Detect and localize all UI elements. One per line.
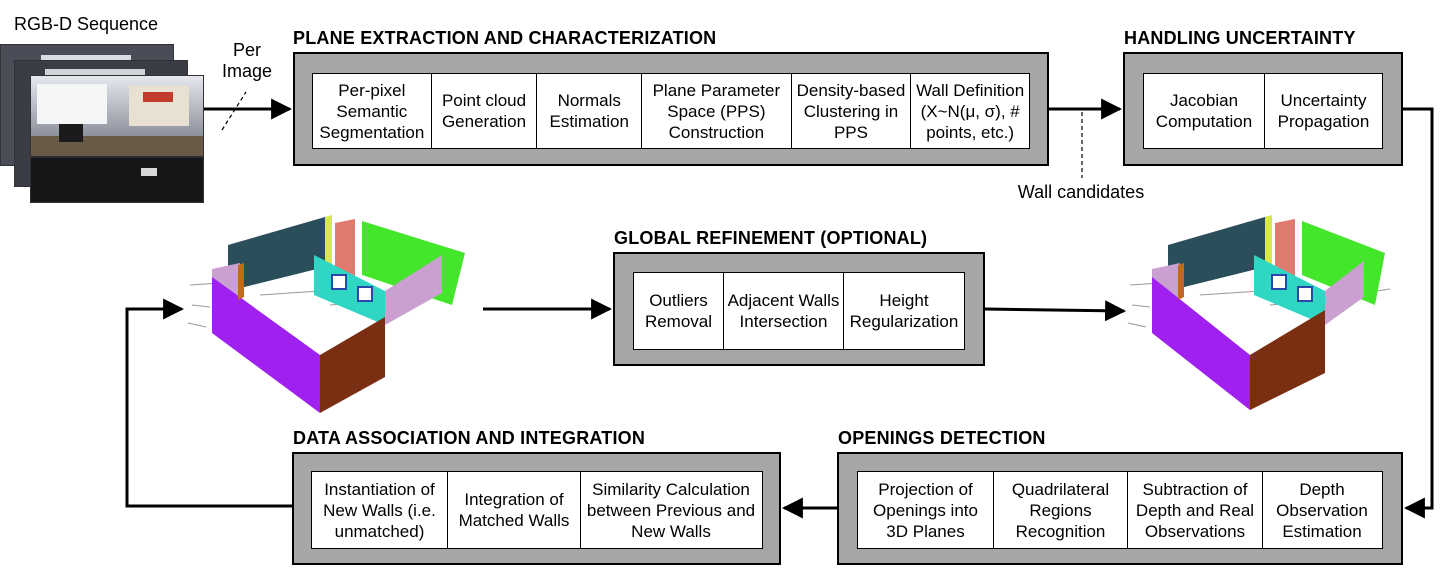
step-point-cloud-generation: Point cloud Generation — [430, 74, 537, 148]
wall-orange-post — [238, 263, 244, 300]
wall-yellow-right — [1265, 215, 1272, 267]
rgbd-frame-front — [30, 75, 204, 203]
step-uncertainty-propagation: Uncertainty Propagation — [1264, 74, 1382, 148]
data-association-panel: Instantiation of New Walls (i.e. unmatch… — [292, 452, 781, 565]
step-wall-definition: Wall Definition (X~N(μ, σ), # points, et… — [910, 74, 1029, 148]
per-image-line-2: Image — [221, 61, 273, 81]
wall-brown-right — [1250, 310, 1325, 410]
step-jacobian-computation: Jacobian Computation — [1155, 91, 1253, 131]
wall-purple-right — [1152, 277, 1250, 410]
wall-dark-teal — [228, 217, 325, 291]
per-image-line-1: Per — [232, 40, 261, 60]
data-association-steps: Instantiation of New Walls (i.e. unmatch… — [311, 471, 763, 549]
data-association-title: DATA ASSOCIATION AND INTEGRATION — [293, 428, 646, 448]
rgbd-sequence-title: RGB-D Sequence — [14, 14, 159, 34]
per-image-dash — [221, 91, 247, 131]
step-semantic-segmentation: Per-pixel Semantic Segmentation — [319, 80, 425, 142]
wall-purple — [212, 277, 320, 413]
wall-cyan-right — [1254, 255, 1325, 325]
wall-orange-post-right — [1178, 263, 1184, 300]
wall-cyan — [314, 255, 385, 325]
wall-yellow — [325, 215, 332, 267]
global-refinement-title: GLOBAL REFINEMENT (OPTIONAL) — [614, 228, 928, 248]
openings-detection-title: OPENINGS DETECTION — [838, 428, 1046, 448]
openings-detection-panel: Projection of Openings into 3D Planes Qu… — [837, 452, 1403, 565]
handling-uncertainty-steps: Jacobian Computation Uncertainty Propaga… — [1143, 73, 1383, 149]
wall-lime-right — [1302, 221, 1385, 305]
wall-pink-side — [1325, 261, 1364, 325]
step-quadrilateral-recognition: Quadrilateral Regions Recognition — [993, 472, 1127, 548]
arrow-refinement-to-model — [984, 300, 1127, 322]
step-projection-openings: Projection of Openings into 3D Planes — [873, 479, 978, 541]
step-density-clustering: Density-based Clustering in PPS — [790, 74, 911, 148]
step-depth-observation-estimation: Depth Observation Estimation — [1262, 472, 1381, 548]
arrow-association-to-model — [125, 298, 292, 508]
plane-extraction-steps: Per-pixel Semantic Segmentation Point cl… — [312, 73, 1030, 149]
step-integration-matched-walls: Integration of Matched Walls — [447, 472, 580, 548]
window-4 — [1297, 286, 1313, 302]
wall-model-left — [187, 215, 465, 413]
wall-dark-teal-right — [1168, 217, 1265, 291]
step-similarity-calculation: Similarity Calculation between Previous … — [580, 472, 761, 548]
openings-detection-steps: Projection of Openings into 3D Planes Qu… — [857, 471, 1383, 549]
window-1 — [331, 274, 347, 290]
step-normals-estimation: Normals Estimation — [536, 74, 641, 148]
wall-model-right — [1127, 215, 1391, 410]
step-height-regularization: Height Regularization — [843, 273, 964, 349]
window-2 — [357, 286, 373, 302]
plane-extraction-panel: Per-pixel Semantic Segmentation Point cl… — [293, 52, 1049, 166]
global-refinement-steps: Outliers Removal Adjacent Walls Intersec… — [633, 272, 965, 350]
step-pps-construction: Plane Parameter Space (PPS) Construction — [641, 74, 791, 148]
step-adjacent-walls-intersection: Adjacent Walls Intersection — [723, 273, 843, 349]
step-instantiation-new-walls: Instantiation of New Walls (i.e. unmatch… — [323, 479, 436, 541]
wall-brown — [320, 317, 385, 413]
handling-uncertainty-panel: Jacobian Computation Uncertainty Propaga… — [1123, 52, 1403, 166]
step-depth-subtraction: Subtraction of Depth and Real Observatio… — [1127, 472, 1262, 548]
handling-uncertainty-title: HANDLING UNCERTAINTY — [1124, 28, 1356, 48]
step-outliers-removal: Outliers Removal — [644, 291, 713, 331]
wall-pink-right — [385, 255, 442, 325]
per-image-label: Per Image — [212, 40, 282, 82]
arrow-uncertainty-to-openings — [1403, 107, 1434, 519]
global-refinement-panel: Outliers Removal Adjacent Walls Intersec… — [613, 252, 985, 366]
plane-extraction-title: PLANE EXTRACTION AND CHARACTERIZATION — [293, 28, 717, 48]
window-3 — [1271, 274, 1287, 290]
wall-candidates-label: Wall candidates — [1017, 182, 1145, 202]
